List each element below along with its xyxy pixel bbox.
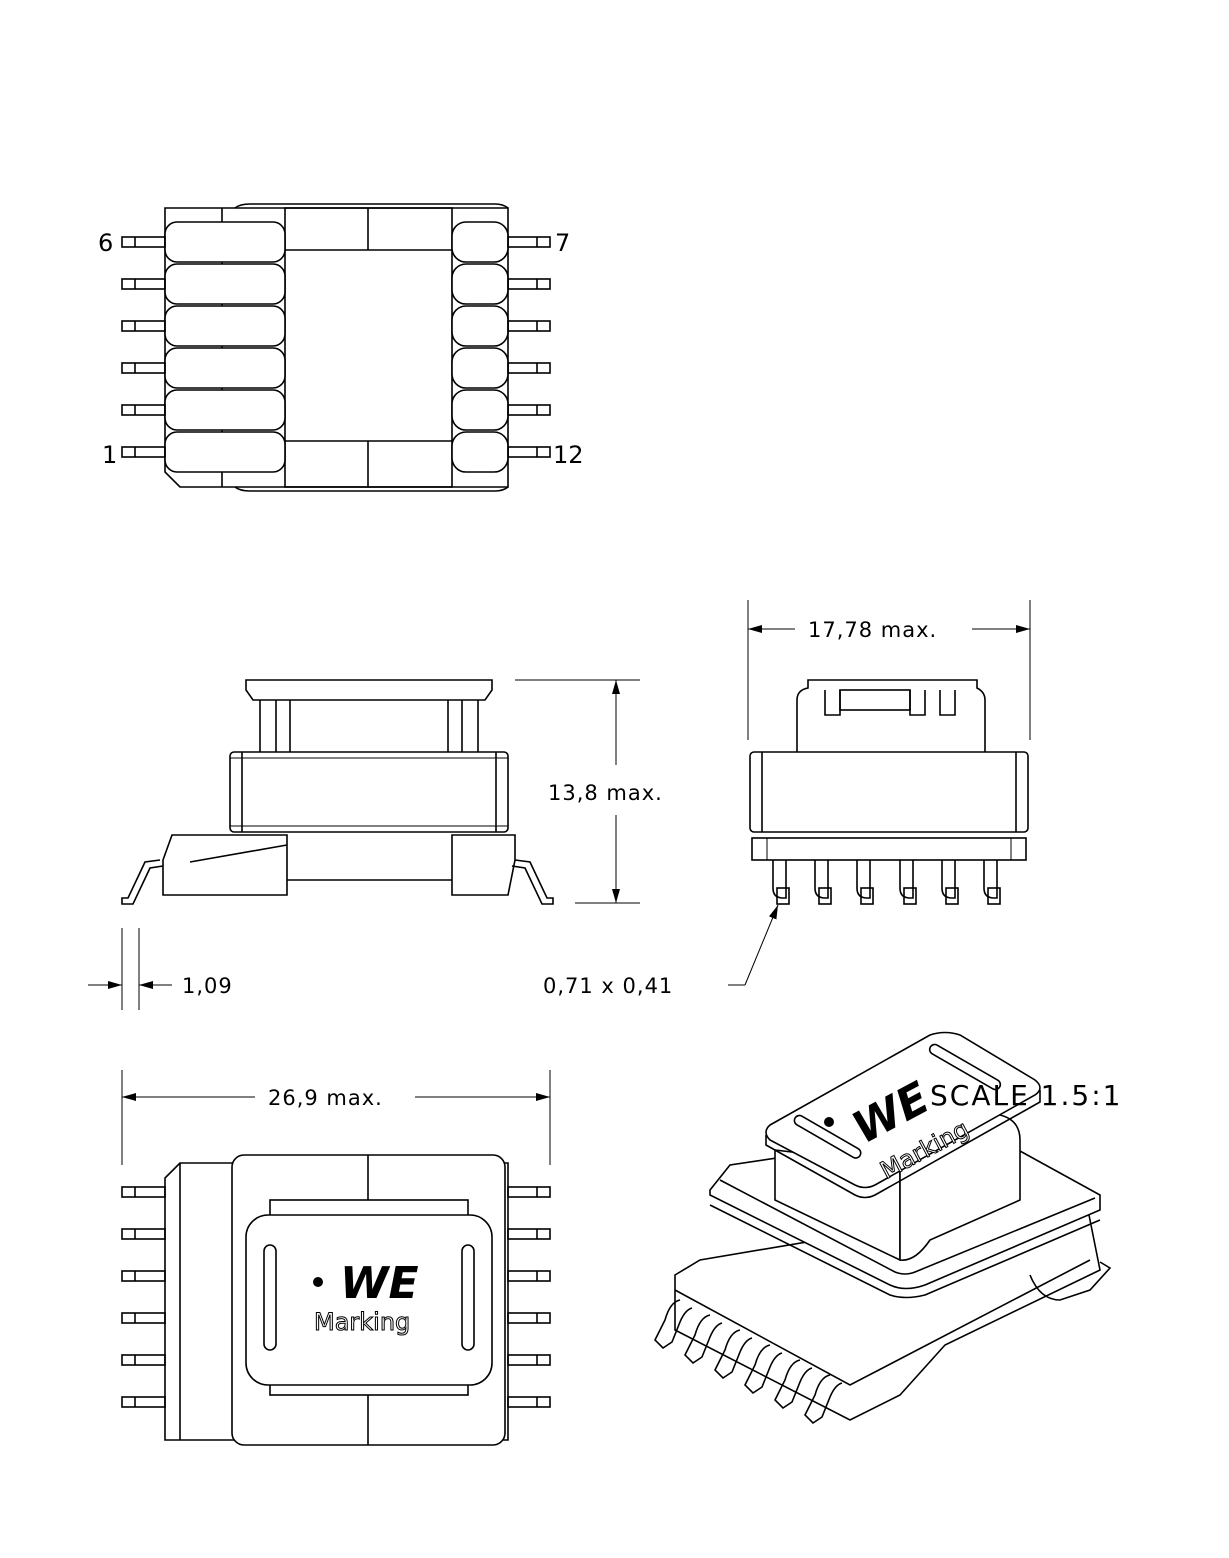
iso-lead bbox=[744, 1344, 783, 1395]
iso-lead bbox=[804, 1374, 843, 1425]
we-logo: WE bbox=[340, 1258, 419, 1309]
front-view bbox=[121, 679, 554, 905]
side-pin-foot bbox=[987, 887, 1001, 905]
pin-section-callout: 0,71 x 0,41 bbox=[543, 904, 779, 998]
pin-width-dimension: 1,09 bbox=[88, 928, 233, 1010]
pin-label-12: 12 bbox=[553, 441, 584, 469]
pin-right bbox=[507, 320, 551, 332]
isometric-view: WE Marking bbox=[654, 1031, 1112, 1425]
top-view: 6 7 1 12 bbox=[98, 203, 584, 492]
pin-right bbox=[507, 404, 551, 416]
height-dimension-label: 13,8 max. bbox=[548, 781, 663, 805]
pin-left bbox=[121, 1396, 166, 1408]
pin-left bbox=[121, 404, 166, 416]
side-pin-lead bbox=[814, 860, 829, 899]
pin-right bbox=[507, 236, 551, 248]
pin-left bbox=[121, 320, 166, 332]
coil-pad-left bbox=[164, 431, 286, 473]
side-width-dimension-label: 17,78 max. bbox=[808, 618, 937, 642]
bottom-view: 26,9 max. WE Marking bbox=[121, 1070, 551, 1446]
side-pin-foot bbox=[903, 887, 917, 905]
pin-right bbox=[507, 446, 551, 458]
side-pin-lead bbox=[899, 860, 914, 899]
pin-right bbox=[507, 1354, 551, 1366]
pin-right bbox=[507, 1396, 551, 1408]
scale-note: SCALE 1.5:1 bbox=[930, 1079, 1122, 1112]
coil-pad-left bbox=[164, 347, 286, 389]
pin-right bbox=[507, 362, 551, 374]
pin-label-7: 7 bbox=[555, 229, 570, 257]
pin-left bbox=[121, 278, 166, 290]
marking-label: Marking bbox=[314, 1308, 410, 1336]
coil-pad-left bbox=[164, 389, 286, 431]
iso-lead bbox=[774, 1359, 813, 1410]
pin-left bbox=[121, 1312, 166, 1324]
coil-pad-right bbox=[451, 431, 509, 473]
coil-pad-left bbox=[164, 305, 286, 347]
side-pin-lead bbox=[772, 860, 787, 899]
pin-label-6: 6 bbox=[98, 229, 113, 257]
coil-pad-right bbox=[451, 389, 509, 431]
pin-left bbox=[121, 236, 166, 248]
coil-pad-left bbox=[164, 221, 286, 263]
pin-right bbox=[507, 1270, 551, 1282]
pin-left bbox=[121, 1186, 166, 1198]
side-pin-foot bbox=[776, 887, 790, 905]
pin-section-label: 0,71 x 0,41 bbox=[543, 974, 673, 998]
side-view: 17,78 max. bbox=[747, 600, 1031, 905]
coil-pad-right bbox=[451, 347, 509, 389]
side-pin-lead bbox=[941, 860, 956, 899]
iso-lead bbox=[714, 1329, 753, 1380]
pin-left bbox=[121, 1228, 166, 1240]
side-pin-lead bbox=[983, 860, 998, 899]
pin-right bbox=[507, 1228, 551, 1240]
pin-right bbox=[507, 1312, 551, 1324]
pin-left bbox=[121, 446, 166, 458]
side-pin-lead bbox=[856, 860, 871, 899]
side-pin-foot bbox=[860, 887, 874, 905]
height-dimension: 13,8 max. bbox=[515, 679, 663, 904]
pin-right bbox=[507, 278, 551, 290]
side-pin-foot bbox=[818, 887, 832, 905]
pin-width-label: 1,09 bbox=[182, 974, 233, 998]
coil-pad-right bbox=[451, 305, 509, 347]
length-dimension-label: 26,9 max. bbox=[268, 1086, 383, 1110]
pin-left bbox=[121, 362, 166, 374]
iso-lead bbox=[654, 1299, 693, 1350]
coil-pad-right bbox=[451, 221, 509, 263]
pin-right bbox=[507, 1186, 551, 1198]
side-pin-foot bbox=[945, 887, 959, 905]
coil-pad-right bbox=[451, 263, 509, 305]
pin-left bbox=[121, 1354, 166, 1366]
pin-label-1: 1 bbox=[102, 441, 117, 469]
pin-left bbox=[121, 1270, 166, 1282]
iso-lead bbox=[684, 1314, 723, 1365]
coil-pad-left bbox=[164, 263, 286, 305]
